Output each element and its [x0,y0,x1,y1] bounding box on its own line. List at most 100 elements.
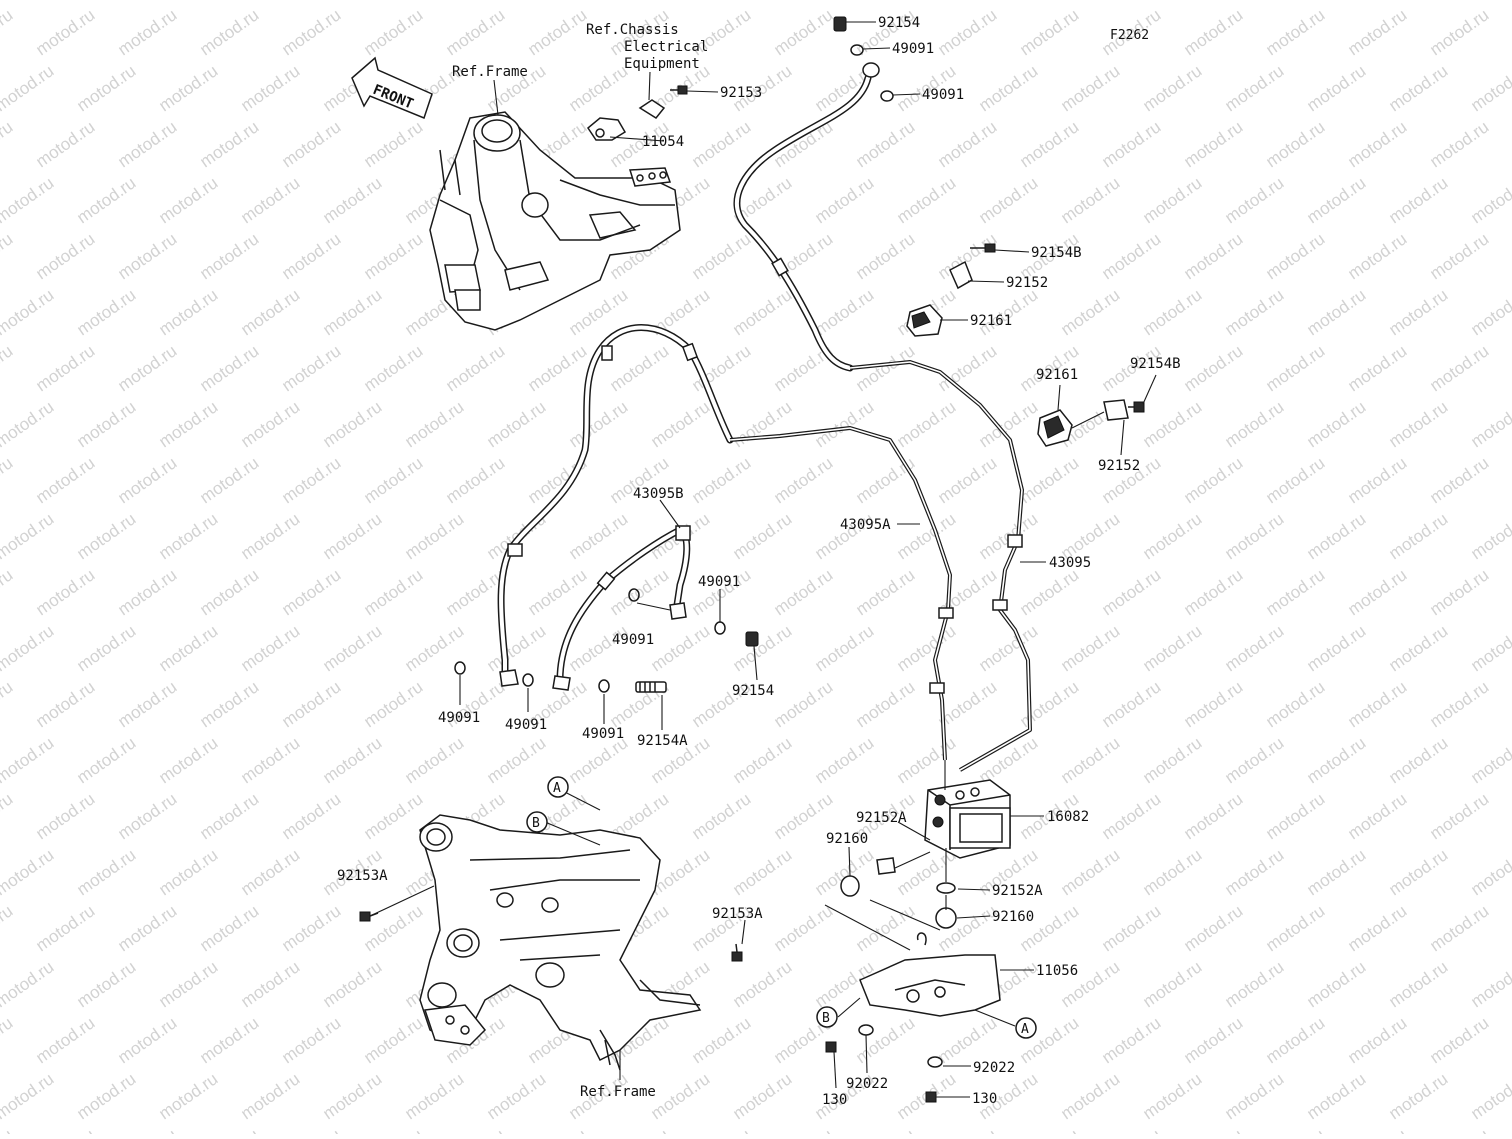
label-92161-b: 92161 [1036,367,1078,383]
label-49091-c: 49091 [698,574,740,590]
watermark-text: motod.ru [1426,565,1492,619]
label-49091-e: 49091 [438,710,480,726]
watermark-text: motod.ru [647,397,713,451]
watermark-text: motod.ru [1180,341,1246,395]
watermark-text: motod.ru [237,733,303,787]
watermark-text: motod.ru [401,509,467,563]
watermark-text: motod.ru [729,733,795,787]
label-92160-b: 92160 [992,909,1034,925]
watermark-text: motod.ru [1098,117,1164,171]
watermark-text: motod.ru [1262,5,1328,59]
watermark-text: motod.ru [1098,1013,1164,1067]
watermark-text: motod.ru [1262,565,1328,619]
watermark-text: motod.ru [1221,285,1287,339]
watermark-text: motod.ru [1180,5,1246,59]
watermark-text: motod.ru [0,957,57,1011]
watermark-text: motod.ru [401,621,467,675]
hose-collars [507,257,1023,694]
watermark-text: motod.ru [483,397,549,451]
callout-b-top: B [526,811,548,833]
watermark-text: motod.ru [1426,5,1492,59]
watermark-text: motod.ru [1180,901,1246,955]
watermark-text: motod.ru [1426,117,1492,171]
watermark-text: motod.ru [1385,845,1451,899]
watermark-text: motod.ru [278,5,344,59]
watermark-text: motod.ru [319,621,385,675]
watermark-text: motod.ru [73,285,139,339]
watermark-text: motod.ru [1098,901,1164,955]
watermark-text: motod.ru [1508,1013,1512,1067]
watermark-text: motod.ru [729,285,795,339]
watermark-text: motod.ru [1303,957,1369,1011]
label-16082: 16082 [1047,809,1089,825]
watermark-text: motod.ru [278,229,344,283]
watermark-text: motod.ru [0,61,57,115]
watermark-text: motod.ru [237,285,303,339]
watermark-text: motod.ru [1344,453,1410,507]
watermark-text: motod.ru [770,453,836,507]
watermark-text: motod.ru [1344,565,1410,619]
watermark-text: motod.ru [1426,1125,1492,1134]
watermark-text: motod.ru [1180,229,1246,283]
leader-lines [369,21,1157,1098]
watermark-text: motod.ru [1262,453,1328,507]
watermark-text: motod.ru [73,1069,139,1123]
watermark-text: motod.ru [811,0,877,3]
watermark-text: motod.ru [524,1125,590,1134]
watermark-text: motod.ru [1303,621,1369,675]
watermark-text: motod.ru [196,901,262,955]
watermark-text: motod.ru [360,5,426,59]
watermark-text: motod.ru [1262,1125,1328,1134]
watermark-text: motod.ru [1385,621,1451,675]
watermark-text: motod.ru [975,173,1041,227]
label-49091-d: 49091 [612,632,654,648]
watermark-text: motod.ru [196,341,262,395]
watermark-text: motod.ru [975,61,1041,115]
watermark-text: motod.ru [1221,397,1287,451]
watermark-text: motod.ru [1467,285,1512,339]
watermark-text: motod.ru [811,621,877,675]
watermark-text: motod.ru [1467,845,1512,899]
watermark-text: motod.ru [319,173,385,227]
watermark-text: motod.ru [32,229,98,283]
watermark-text: motod.ru [196,677,262,731]
watermark-text: motod.ru [442,1125,508,1134]
watermark-text: motod.ru [1057,173,1123,227]
watermark-text: motod.ru [852,453,918,507]
watermark-text: motod.ru [196,565,262,619]
watermark-text: motod.ru [1057,845,1123,899]
watermark-text: motod.ru [1262,789,1328,843]
watermark-text: motod.ru [524,5,590,59]
watermark-text: motod.ru [32,5,98,59]
watermark-text: motod.ru [73,61,139,115]
watermark-text: motod.ru [811,173,877,227]
ref-frame-top: Ref.Frame [452,64,528,80]
watermark-text: motod.ru [155,509,221,563]
watermark-text: motod.ru [1057,1069,1123,1123]
callout-b-top-label: B [532,816,540,831]
watermark-text: motod.ru [1385,173,1451,227]
watermark-text: motod.ru [237,61,303,115]
bolt-92153 [670,85,688,95]
label-92154-mid: 92154 [732,683,774,699]
watermark-text: motod.ru [1098,677,1164,731]
label-49091-g: 49091 [582,726,624,742]
watermark-text: motod.ru [1016,677,1082,731]
watermark-text: motod.ru [1221,621,1287,675]
watermark-text: motod.ru [0,341,16,395]
watermark-text: motod.ru [32,453,98,507]
banjo-fittings-lower [454,588,759,693]
watermark-text: motod.ru [1426,229,1492,283]
watermark-text: motod.ru [1303,845,1369,899]
watermark-text: motod.ru [770,1125,836,1134]
watermark-text: motod.ru [1303,61,1369,115]
watermark-text: motod.ru [114,1125,180,1134]
watermark-text: motod.ru [647,1069,713,1123]
label-92154B-a: 92154B [1031,245,1082,261]
watermark-text: motod.ru [1426,901,1492,955]
watermark-text: motod.ru [360,1125,426,1134]
watermark-text: motod.ru [934,1125,1000,1134]
watermark-text: motod.ru [1221,957,1287,1011]
watermark-text: motod.ru [1303,733,1369,787]
watermark-text: motod.ru [196,5,262,59]
